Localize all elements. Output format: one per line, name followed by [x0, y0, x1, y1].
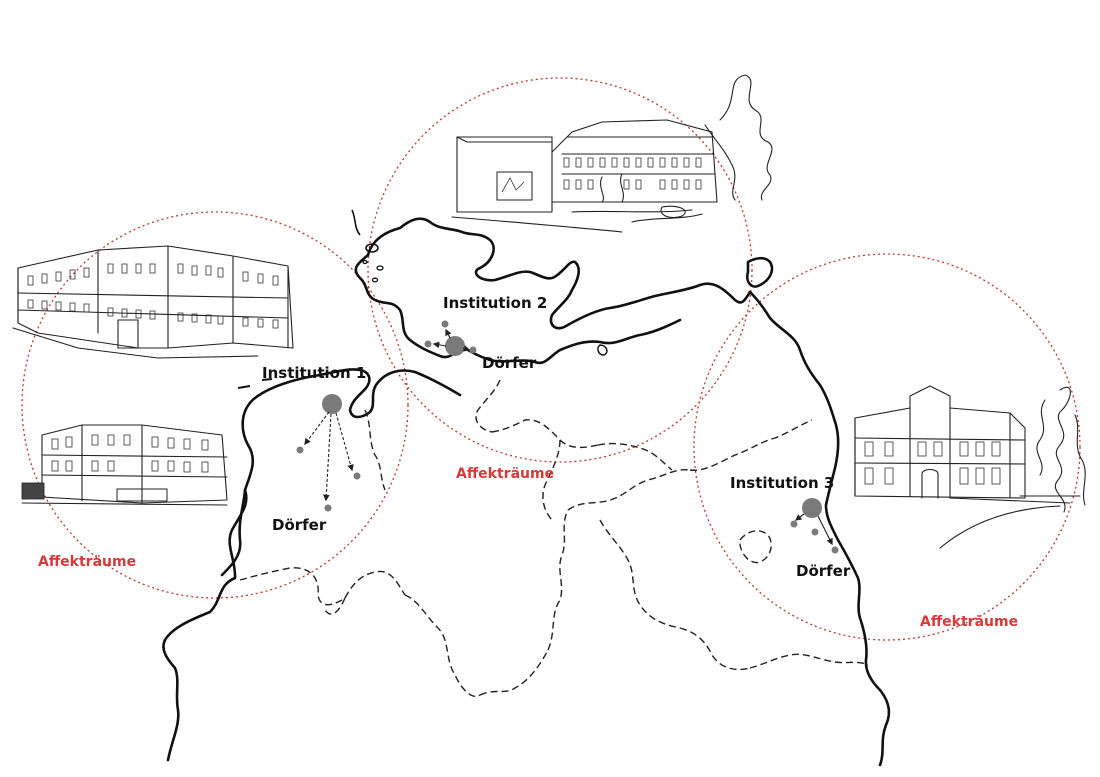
- islands: [237, 209, 608, 389]
- institution-label-3: Institution 3: [730, 474, 834, 492]
- affect-label-3: Affekträume: [920, 614, 1018, 630]
- labels: Institution 1 Institution 2 Institution …: [38, 294, 1018, 630]
- building-sketch-icon: [854, 385, 1081, 549]
- building-sketch-icon: [12, 245, 294, 359]
- building-sketch-icon: [451, 119, 718, 233]
- tree-scribble: [704, 74, 773, 201]
- village-label-1: Dörfer: [272, 516, 327, 534]
- village-node-icon: [469, 346, 477, 354]
- village-node-icon: [324, 504, 332, 512]
- village-node-icon: [441, 320, 449, 328]
- village-node-icon: [790, 520, 798, 528]
- village-node-icon: [811, 528, 819, 536]
- affect-circles: [21, 77, 1081, 641]
- regional-borders: [239, 379, 869, 697]
- affect-circle-2: [367, 77, 753, 463]
- institution-1-network: [296, 394, 361, 512]
- village-node-icon: [831, 546, 839, 554]
- institution-label-1: Institution 1: [262, 364, 366, 382]
- affect-circle-3: [693, 253, 1081, 641]
- institution-node-icon: [322, 394, 342, 414]
- institution-node-icon: [445, 336, 465, 356]
- village-node-icon: [296, 446, 304, 454]
- institution-2-network: [424, 320, 477, 356]
- institution-node-icon: [802, 498, 822, 518]
- building-sketch-icon: [21, 424, 228, 506]
- affect-label-2: Affekträume: [456, 466, 554, 482]
- village-label-2: Dörfer: [482, 354, 537, 372]
- institution-label-2: Institution 2: [443, 294, 547, 312]
- village-node-icon: [424, 340, 432, 348]
- institution-3-network: [790, 498, 839, 554]
- tree-scribble: [1036, 386, 1086, 513]
- village-node-icon: [353, 472, 361, 480]
- affect-circle-1: [21, 211, 409, 599]
- village-label-3: Dörfer: [796, 562, 851, 580]
- affect-label-1: Affekträume: [38, 554, 136, 570]
